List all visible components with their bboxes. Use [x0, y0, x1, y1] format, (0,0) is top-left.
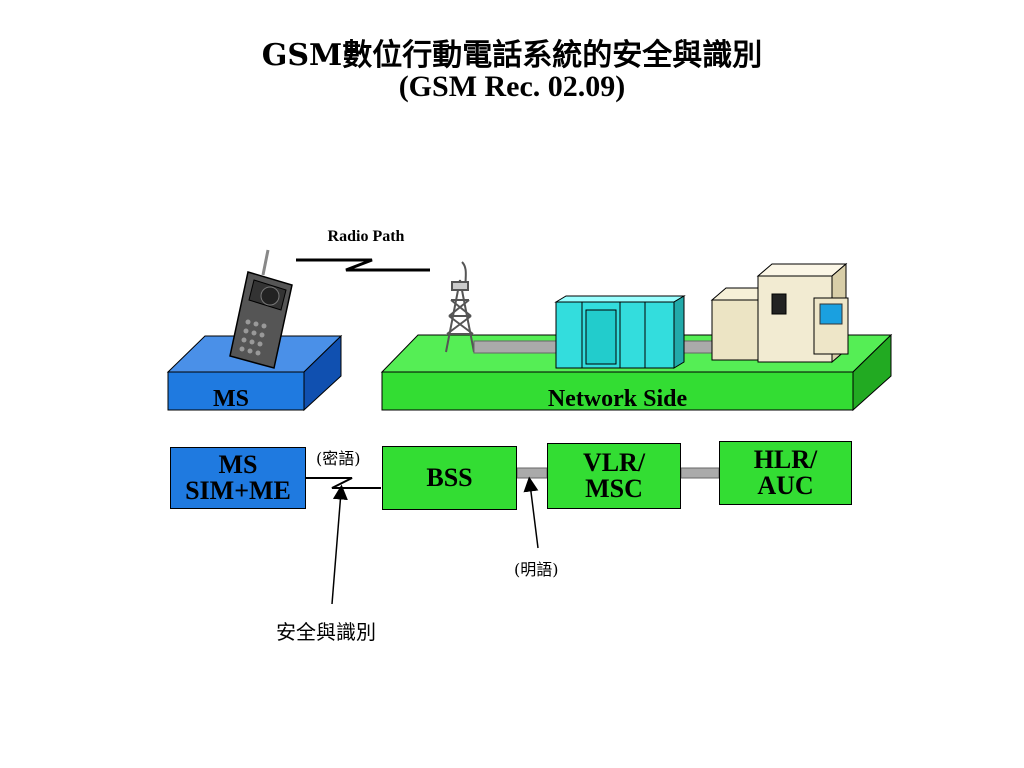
switch-cabinets-icon	[554, 295, 686, 369]
title-rec: (GSM Rec. 02.09)	[398, 70, 626, 103]
encrypted-link-zigzag	[306, 477, 381, 489]
hlr-line2: AUC	[757, 471, 814, 500]
vlr-line2: MSC	[585, 474, 643, 503]
plain-label: (明語)	[514, 560, 559, 579]
vlr-hlr-link	[680, 467, 720, 479]
ms-platform-label: MS	[213, 386, 249, 412]
bss-box: BSS	[382, 446, 517, 510]
plain-arrow	[523, 476, 539, 549]
security-label: 安全與識別	[276, 620, 376, 644]
bss-label: BSS	[426, 463, 473, 492]
radio-path-label: Radio Path	[327, 228, 405, 245]
hlr-auc-box: HLR/ AUC	[719, 441, 852, 505]
hlr-line1: HLR/	[753, 445, 818, 474]
encrypted-label: (密語)	[316, 449, 361, 468]
security-arrow	[331, 484, 348, 605]
ms-box-line1: MS	[218, 450, 258, 479]
title-chinese: GSM數位行動電話系統的安全與識別	[261, 38, 763, 73]
network-platform-label: Network Side	[547, 386, 688, 412]
bss-vlr-link	[516, 467, 548, 479]
radio-path-zigzag	[296, 258, 430, 272]
ms-box-line2: SIM+ME	[185, 476, 291, 505]
mainframe-computers-icon	[710, 262, 849, 364]
vlr-line1: VLR/	[582, 448, 646, 477]
vlr-msc-box: VLR/ MSC	[547, 443, 681, 509]
phone-icon	[229, 249, 293, 369]
ms-box: MS SIM+ME	[170, 447, 306, 509]
antenna-tower-icon	[445, 261, 475, 353]
